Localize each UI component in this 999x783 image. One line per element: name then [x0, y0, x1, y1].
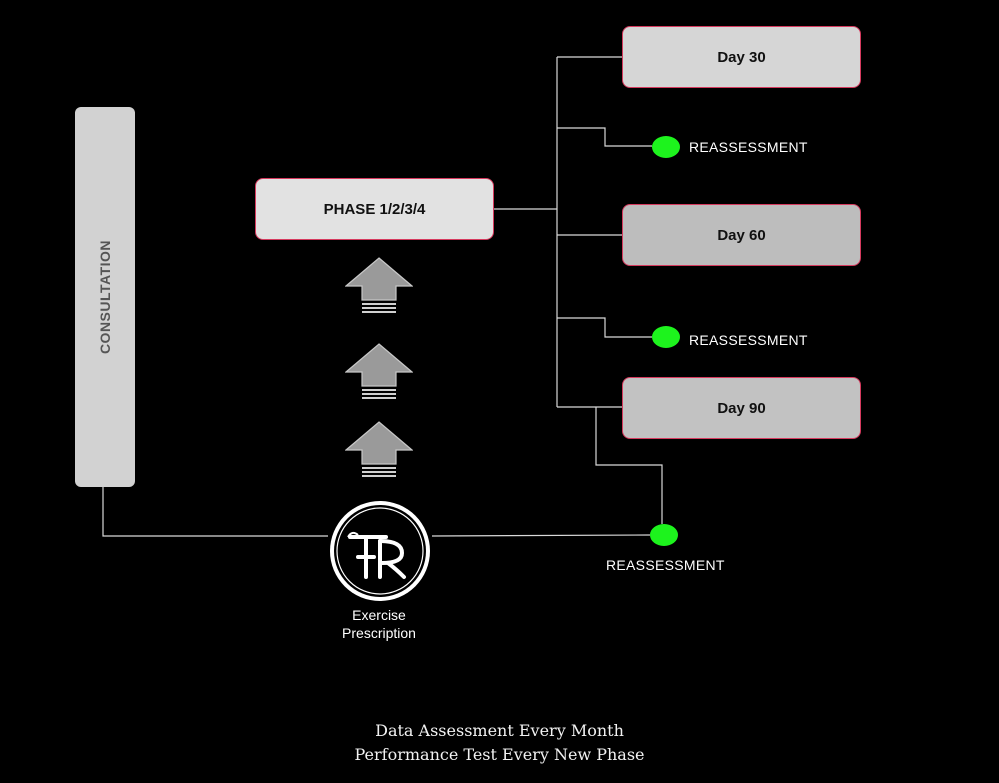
reassessment-label-2: REASSESSMENT — [689, 332, 808, 348]
day-90-box: Day 90 — [622, 377, 861, 439]
caption-line-1: Exercise — [352, 607, 406, 623]
footer-line-2: Performance Test Every New Phase — [354, 745, 645, 764]
day-30-label: Day 30 — [717, 48, 766, 66]
consultation-bar: CONSULTATION — [75, 107, 135, 487]
reassessment-label-3: REASSESSMENT — [606, 557, 725, 573]
reassessment-dot-3 — [650, 524, 678, 546]
up-arrow-icon — [345, 343, 413, 399]
reassessment-label-1: REASSESSMENT — [689, 139, 808, 155]
up-arrow-icon — [345, 257, 413, 313]
reassessment-dot-2 — [652, 326, 680, 348]
day-90-label: Day 90 — [717, 399, 766, 417]
day-30-box: Day 30 — [622, 26, 861, 88]
phase-label: PHASE 1/2/3/4 — [323, 200, 426, 218]
up-arrow-icon — [345, 421, 413, 477]
footer-line-1: Data Assessment Every Month — [375, 721, 624, 740]
reassessment-dot-1 — [652, 136, 680, 158]
caption-line-2: Prescription — [342, 625, 416, 641]
day-60-label: Day 60 — [717, 226, 766, 244]
fr-monogram-logo — [330, 501, 430, 601]
phase-box: PHASE 1/2/3/4 — [255, 178, 494, 240]
exercise-prescription-caption: Exercise Prescription — [329, 606, 429, 642]
consultation-label: CONSULTATION — [97, 239, 113, 355]
day-60-box: Day 60 — [622, 204, 861, 266]
